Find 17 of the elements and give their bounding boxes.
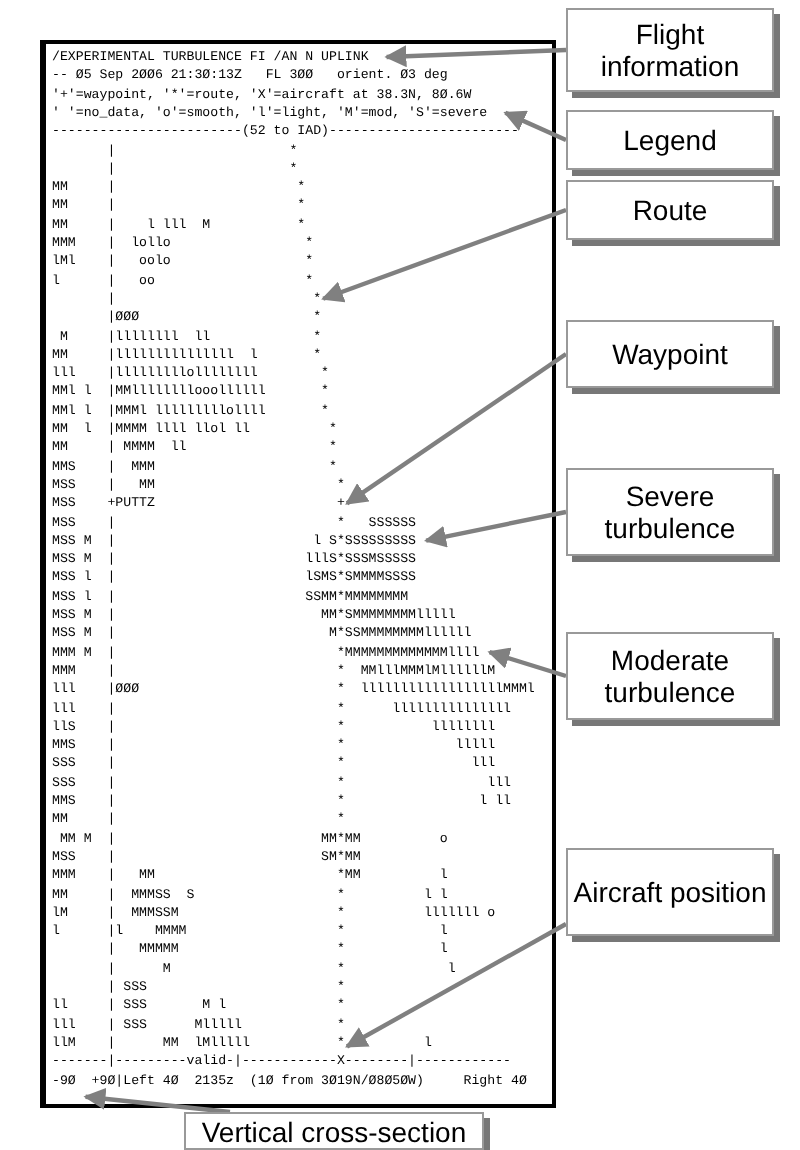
callout-box: Severe turbulence xyxy=(566,468,774,556)
leader-line xyxy=(487,647,567,679)
callout-box: Flight information xyxy=(566,8,774,92)
callout-box: Legend xyxy=(566,110,774,170)
callout-box: Moderate turbulence xyxy=(566,632,774,720)
leader-line xyxy=(384,45,567,68)
callout-box: Route xyxy=(566,180,774,240)
leader-line xyxy=(503,110,567,142)
leader-line xyxy=(321,207,567,303)
leader-line xyxy=(83,1087,231,1115)
terminal-display xyxy=(40,40,556,1108)
leader-line xyxy=(345,922,568,1049)
callout-box: Aircraft position xyxy=(566,848,774,936)
callout-box: Vertical cross-section xyxy=(184,1112,484,1150)
callout-box: Waypoint xyxy=(566,320,774,388)
leader-line xyxy=(424,509,567,548)
leader-line xyxy=(345,352,568,506)
